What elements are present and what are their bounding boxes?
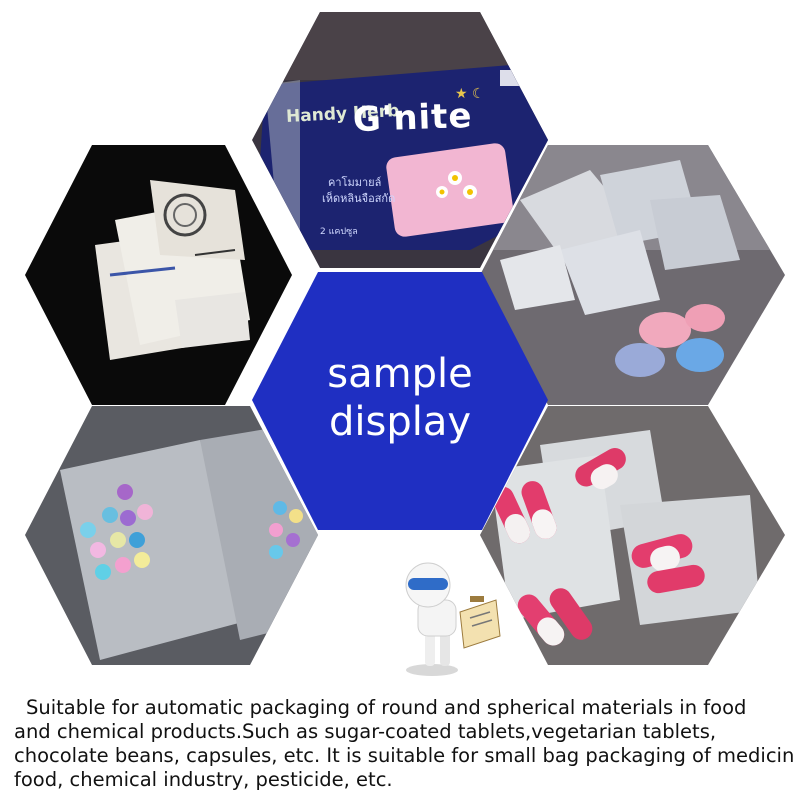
description-line-3: chocolate beans, capsules, etc. It is su… <box>14 744 795 767</box>
center-label-line-1: sample <box>327 351 473 397</box>
center-hexagon <box>252 272 548 530</box>
description-line-4: food, chemical industry, pesticide, etc. <box>14 768 393 791</box>
center-label-line-2: display <box>328 399 472 445</box>
description-text: Suitable for automatic packaging of roun… <box>14 696 800 792</box>
svg-text:คาโมมายล์: คาโมมายล์ <box>328 175 381 189</box>
capsules <box>491 448 705 646</box>
description-line-1: Suitable for automatic packaging of roun… <box>26 696 747 719</box>
svg-text:★ ☾: ★ ☾ <box>455 86 485 102</box>
description-line-2: and chemical products.Such as sugar-coat… <box>14 720 717 743</box>
robot-with-clipboard-icon <box>405 562 501 676</box>
svg-text:2 แคปซูล: 2 แคปซูล <box>320 227 358 237</box>
gnite-product-title: G'nite <box>352 95 474 141</box>
svg-text:เห็ดหลินจือสกัด: เห็ดหลินจือสกัด <box>322 191 395 205</box>
center-label: sample display <box>255 350 545 446</box>
